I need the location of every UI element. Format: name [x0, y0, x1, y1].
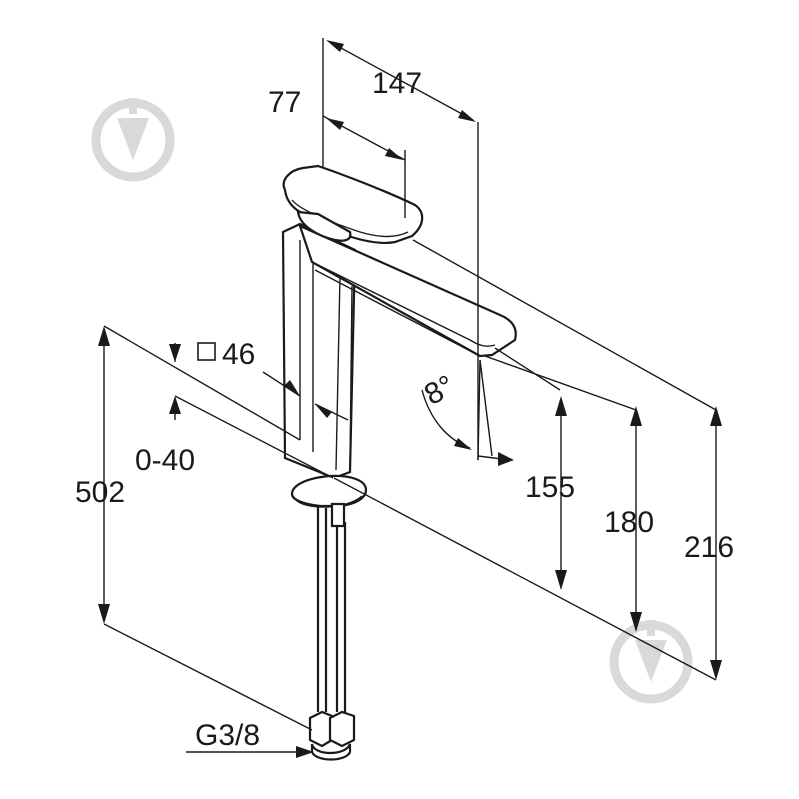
- faucet-body: [281, 164, 517, 761]
- dim-lever-height: 180: [604, 506, 654, 539]
- watermark-logo-icon: [91, 98, 175, 182]
- dim-lever-length: 77: [268, 86, 301, 119]
- square-symbol-icon: [197, 342, 216, 361]
- dim-overall-height: 216: [684, 531, 734, 564]
- dim-adjust-range: 0-40: [135, 444, 195, 477]
- dim-handle-reach: 147: [372, 67, 422, 100]
- dim-connection-thread: G3/8: [195, 719, 260, 752]
- dim-tilt-angle: 8°: [419, 369, 460, 412]
- dimension-labels: 147 77 46 0-40 502 8° 155 180 216 G3/8: [75, 67, 734, 752]
- dim-body-square-value: 46: [222, 338, 255, 371]
- dim-spout-height: 155: [525, 471, 575, 504]
- dim-body-square: 46: [197, 338, 255, 371]
- dim-total-height: 502: [75, 476, 125, 509]
- dimension-lines: [98, 38, 722, 758]
